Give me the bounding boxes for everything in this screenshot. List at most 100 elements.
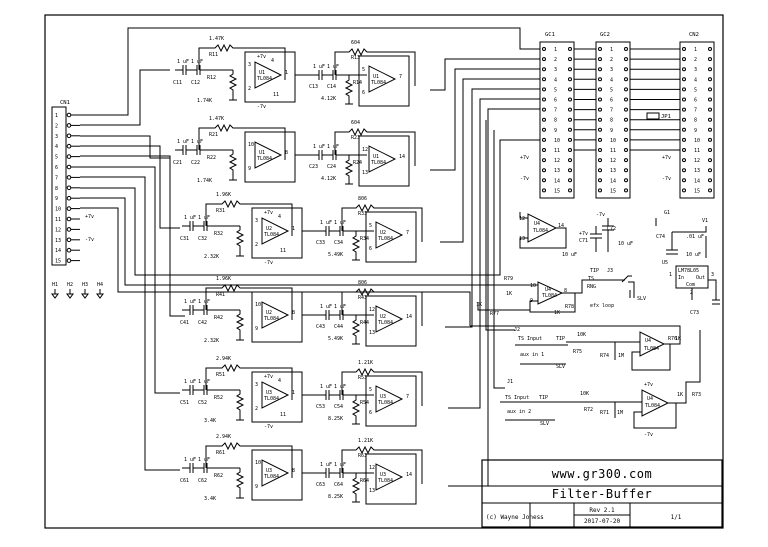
j3-ring: RNG bbox=[587, 284, 596, 290]
stage3-c1-val: 1 uF bbox=[184, 215, 196, 221]
stage6-c-b-ref: C62 bbox=[198, 478, 207, 484]
stage2-r2gnd-ref: R24 bbox=[353, 160, 362, 166]
stage2-rfb-ref: R21 bbox=[209, 132, 218, 138]
stage5-op-neg: -7v bbox=[264, 424, 273, 430]
stage5-c2-val: 1 uF bbox=[198, 379, 210, 385]
r79-val: 1K bbox=[506, 291, 512, 297]
cn2-label: CN2 bbox=[689, 32, 699, 38]
stage4-op2-pin-out: 14 bbox=[406, 314, 412, 320]
j3-ts: TS bbox=[588, 276, 594, 282]
stage5-op2-part: TL084 bbox=[378, 400, 393, 406]
stage5-op-pin-vn: 11 bbox=[280, 412, 286, 418]
u4-top-pin14: 14 bbox=[558, 223, 564, 229]
stage2-op2-ref: U1 bbox=[373, 154, 379, 160]
u4-top-pin13: 13 bbox=[519, 236, 525, 242]
stage3-op2-pin-b: 6 bbox=[369, 246, 372, 252]
stage2-c1-val: 1 uF bbox=[177, 139, 189, 145]
stage1-c1-val: 1 uF bbox=[177, 59, 189, 65]
stage1-r2gnd-ref: R14 bbox=[353, 80, 362, 86]
reg-part: LM78L05 bbox=[678, 268, 699, 274]
stage4-op2-pin-b: 13 bbox=[369, 330, 375, 336]
stage4-c-b-ref: C42 bbox=[198, 320, 207, 326]
stage3-rfb-val: 1.96K bbox=[216, 192, 231, 198]
gc1-pin-15: 15 bbox=[554, 188, 560, 194]
stage4-r2gnd-val: 5.49K bbox=[328, 336, 343, 342]
r73-ref: R73 bbox=[692, 392, 701, 398]
stage4-op-pin-out: 8 bbox=[292, 310, 295, 316]
stage1-c2-b-ref: C14 bbox=[327, 84, 336, 90]
stage5-op-pin-b: 2 bbox=[255, 406, 258, 412]
cn1-pin-3: 3 bbox=[55, 134, 58, 140]
stage3-rfb-ref: R31 bbox=[216, 208, 225, 214]
gc2-pin-11: 11 bbox=[610, 148, 616, 154]
cn2-pos-rail: +7v bbox=[662, 155, 671, 161]
stage2-op-ref: U1 bbox=[259, 150, 265, 156]
c73-ref: C73 bbox=[690, 310, 699, 316]
stage6-c4-val: 1 uF bbox=[334, 462, 346, 468]
cn2-pin-3: 3 bbox=[694, 67, 697, 73]
r74-ref: R74 bbox=[600, 353, 609, 359]
j1-tip: TIP bbox=[539, 395, 548, 401]
stage3-op2-pin-a: 5 bbox=[369, 223, 372, 229]
stage3-op-pin-b: 2 bbox=[255, 242, 258, 248]
gc1-pin-4: 4 bbox=[554, 77, 557, 83]
cn2-pin-1: 1 bbox=[694, 47, 697, 53]
stage2-r2gnd-val: 4.12K bbox=[321, 176, 336, 182]
j3-tip: TIP bbox=[590, 268, 599, 274]
stage5-op-part: TL084 bbox=[264, 396, 279, 402]
stage6-op2-ref: U3 bbox=[380, 472, 386, 478]
stage5-r2gnd-val: 8.25K bbox=[328, 416, 343, 422]
signal-bus-wires bbox=[80, 27, 680, 487]
stage5-op2-pin-a: 5 bbox=[369, 387, 372, 393]
stage2-c3-val: 1 uF bbox=[313, 144, 325, 150]
stage6-op-pin-a: 10 bbox=[255, 460, 261, 466]
c72-val: 10 uF bbox=[618, 241, 633, 247]
cn2-pin-14: 14 bbox=[694, 178, 700, 184]
stage3-c-a-ref: C31 bbox=[180, 236, 189, 242]
g1-ref: G1 bbox=[664, 210, 670, 216]
gc1-pin-14: 14 bbox=[554, 178, 560, 184]
cn1-pin-9: 9 bbox=[55, 196, 58, 202]
gc1-pin-3: 3 bbox=[554, 67, 557, 73]
cn1-pin-12: 12 bbox=[55, 227, 61, 233]
gc2-pin-4: 4 bbox=[610, 77, 613, 83]
gc1-pin-6: 6 bbox=[554, 98, 557, 104]
stage4-c2-b-ref: C44 bbox=[334, 324, 343, 330]
j2-ts: TS Input bbox=[518, 336, 542, 342]
r72-val: 10K bbox=[580, 391, 589, 397]
stage5-c2-b-ref: C54 bbox=[334, 404, 343, 410]
stage2-c2-a-ref: C23 bbox=[309, 164, 318, 170]
gc1-pin-10: 10 bbox=[554, 138, 560, 144]
gc1-pin-13: 13 bbox=[554, 168, 560, 174]
title-block: www.gr300.com Filter-Buffer (c) Wayne Jo… bbox=[481, 459, 723, 528]
gc2-pin-5: 5 bbox=[610, 87, 613, 93]
cn1-pin-8: 8 bbox=[55, 186, 58, 192]
stage3-op2-ref: U2 bbox=[380, 230, 386, 236]
r74-val: 1M bbox=[618, 353, 624, 359]
stage6-op2-pin-a: 12 bbox=[369, 465, 375, 471]
stage4-op-ref: U2 bbox=[266, 310, 272, 316]
stage3-c3-val: 1 uF bbox=[320, 220, 332, 226]
gc1-pin-2: 2 bbox=[554, 57, 557, 63]
v1-ref: V1 bbox=[702, 218, 708, 224]
stage1-rfb-ref: R11 bbox=[209, 52, 218, 58]
cn2-pin-12: 12 bbox=[694, 158, 700, 164]
stage3-r2gnd-val: 5.49K bbox=[328, 252, 343, 258]
gc2-pin-8: 8 bbox=[610, 118, 613, 124]
stage3-op-part: TL084 bbox=[264, 232, 279, 238]
gc1-pin-9: 9 bbox=[554, 128, 557, 134]
stage1-c2-val: 1 uF bbox=[191, 59, 203, 65]
reg-pin-out: 3 bbox=[711, 272, 714, 278]
r79-ref: R79 bbox=[504, 276, 513, 282]
gc1-pin-8: 8 bbox=[554, 118, 557, 124]
stage1-c4-val: 1 uF bbox=[327, 64, 339, 70]
stage5-c-a-ref: C51 bbox=[180, 400, 189, 406]
cn1-pin-5: 5 bbox=[55, 155, 58, 161]
stage6-op2-part: TL084 bbox=[378, 478, 393, 484]
stage6-rgnd-val: 3.4K bbox=[204, 496, 216, 502]
stage6-c2-b-ref: C64 bbox=[334, 482, 343, 488]
